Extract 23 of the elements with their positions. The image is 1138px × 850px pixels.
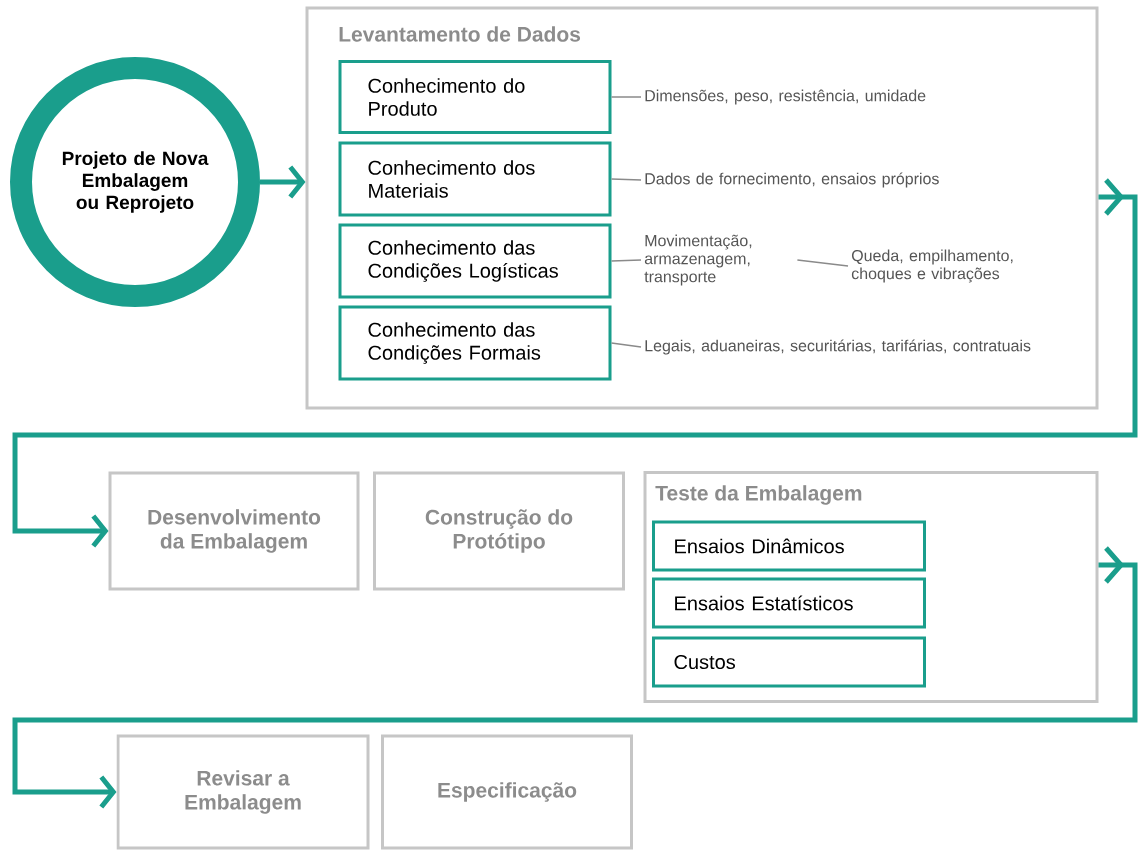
- topic-box: Conhecimento do Produto: [338, 60, 612, 134]
- test-box: Custos: [652, 636, 926, 688]
- test-box: Ensaios Estatísticos: [652, 577, 926, 629]
- connector-line: [796, 259, 849, 267]
- note-text: Dimensões, peso, resistência, umidade: [645, 89, 926, 105]
- connector-line: [610, 178, 642, 181]
- connector-line: [610, 259, 642, 262]
- step-box: Desenvolvimento da Embalagem: [108, 471, 360, 591]
- topic-box: Conhecimento dos Materiais: [338, 141, 612, 217]
- connector-line: [610, 96, 642, 98]
- flow-arrow: [12, 178, 1138, 548]
- step-box: Revisar a Embalagem: [116, 734, 370, 850]
- step-box: Especificação: [381, 734, 633, 850]
- test-box: Ensaios Dinâmicos: [652, 520, 926, 572]
- connector-line: [610, 342, 642, 348]
- flow-arrow: [12, 546, 1138, 809]
- topic-box: Conhecimento das Condições Logísticas: [338, 223, 612, 299]
- note-text: Queda, empilhamento, choques e vibrações: [851, 249, 1013, 283]
- step-box: Construção do Protótipo: [373, 471, 625, 591]
- note-text: Legais, aduaneiras, securitárias, tarifárias, contratuais: [645, 339, 1031, 355]
- note-text: Movimentação, armazenagem, transporte: [644, 234, 752, 286]
- topic-box: Conhecimento das Condições Formais: [338, 305, 612, 381]
- note-text: Dados de fornecimento, ensaios próprios: [645, 172, 939, 188]
